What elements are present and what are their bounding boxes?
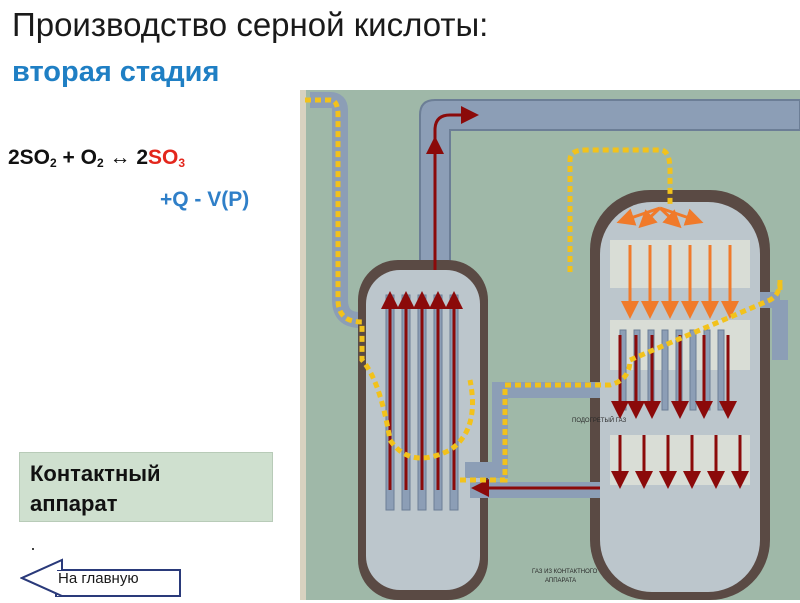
gas-from-apparatus-label-1: ГАЗ ИЗ КОНТАКТНОГО bbox=[532, 569, 598, 575]
reactant-o2-subscript: 2 bbox=[97, 156, 104, 170]
caption-text: Контактный аппарат bbox=[30, 461, 161, 516]
contact-apparatus-diagram: ПОДОГРЕТЫЙ ГАЗ ГАЗ ИЗ КОНТАКТНОГО АППАРА… bbox=[300, 90, 800, 600]
page-title: Производство серной кислоты: bbox=[12, 6, 489, 43]
reactant-so2-subscript: 2 bbox=[50, 156, 57, 170]
home-button-label: На главную bbox=[58, 570, 139, 587]
gas-from-apparatus-label-2: АППАРАТА bbox=[545, 578, 576, 584]
reactant-so2: 2SO bbox=[8, 146, 51, 169]
heat-volume-note: +Q - V(P) bbox=[160, 188, 250, 211]
hot-gas-arrows bbox=[616, 206, 739, 319]
home-button[interactable]: На главную bbox=[19, 558, 182, 598]
gas-flow-path bbox=[305, 97, 783, 483]
outlet-arrow bbox=[433, 106, 479, 270]
preheated-gas-label: ПОДОГРЕТЫЙ ГАЗ bbox=[572, 416, 627, 424]
reactant-o2: + O bbox=[56, 146, 97, 169]
page-subtitle: вторая стадия bbox=[12, 56, 220, 88]
reaction-equation: 2SO2 + O2 ↔ 2SO3 bbox=[8, 146, 185, 170]
product-so3: SO bbox=[148, 146, 179, 169]
contact-column-flow-arrows bbox=[471, 335, 749, 497]
caption-box: Контактный аппарат bbox=[19, 452, 273, 522]
equilibrium-arrow: ↔ 2 bbox=[103, 146, 149, 169]
product-so3-subscript: 3 bbox=[178, 156, 186, 170]
left-arrow-icon bbox=[19, 558, 181, 597]
small-dot bbox=[32, 548, 34, 550]
